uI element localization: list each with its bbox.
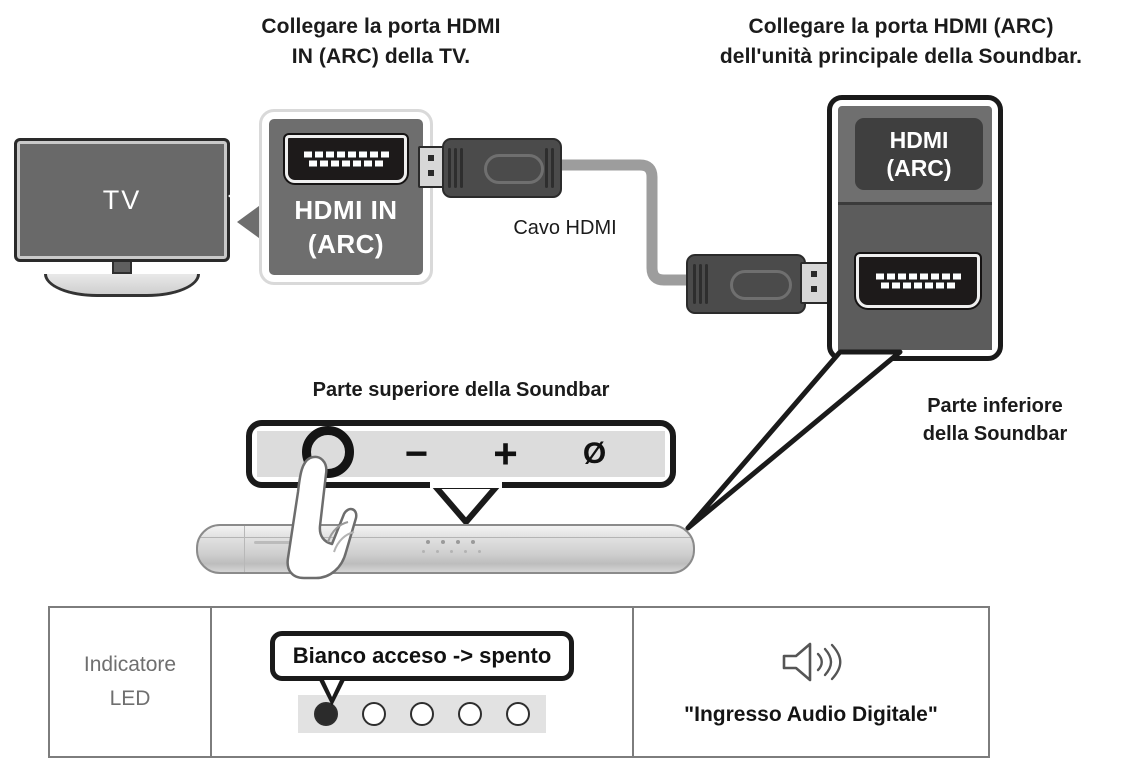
instruction-heading-left-line1: Collegare la porta HDMI <box>261 15 501 38</box>
instruction-heading-left-line2: IN (ARC) della TV. <box>291 45 471 68</box>
led-state-bubble: Bianco acceso -> spento <box>269 631 575 706</box>
led-state-cell: Bianco acceso -> spento <box>210 608 632 756</box>
soundbar-hdmi-arc-plate: HDMI (ARC) <box>855 118 983 190</box>
led-dot-5 <box>506 702 530 726</box>
tv-label: TV <box>102 184 142 215</box>
led-indicator-label-line2: LED <box>109 687 151 710</box>
led-dot-4 <box>458 702 482 726</box>
soundbar-bottom-label-line1: Parte inferiore <box>927 395 1063 417</box>
power-icon <box>301 425 354 478</box>
led-dot-2 <box>362 702 386 726</box>
power-button[interactable] <box>283 425 372 483</box>
digital-input-cell: "Ingresso Audio Digitale" <box>632 608 988 756</box>
tv-hdmi-port-icon <box>285 135 407 183</box>
tv-neck <box>14 262 230 274</box>
volume-up-button[interactable]: + <box>493 430 518 477</box>
soundbar-hdmi-arc-callout: HDMI (ARC) <box>827 95 1003 361</box>
instruction-heading-right-line1: Collegare la porta HDMI (ARC) <box>748 15 1054 38</box>
tv-hdmi-callout-text: HDMI IN (ARC) <box>294 193 397 261</box>
tv-hdmi-callout-line2: (ARC) <box>307 229 385 259</box>
hand-press-icon <box>286 455 358 580</box>
led-status-table: Indicatore LED Bianco acceso -> spento <box>48 606 990 758</box>
tv-hdmi-in-arc-callout: HDMI IN (ARC) <box>259 109 433 285</box>
tv-stand <box>14 274 230 297</box>
tv-hdmi-callout-line1: HDMI IN <box>294 195 398 225</box>
tv-illustration: TV <box>14 138 230 297</box>
soundbar-control-strip-callout: − + Ø <box>246 420 676 488</box>
soundbar-bottom-label-line2: della Soundbar <box>922 423 1068 445</box>
instruction-heading-left: Collegare la porta HDMI IN (ARC) della T… <box>176 12 586 72</box>
instruction-heading-right-line2: dell'unità principale della Soundbar. <box>719 45 1083 68</box>
tv-callout-pointer-icon <box>228 170 263 241</box>
speaker-icon <box>782 642 842 682</box>
led-indicator-label-cell: Indicatore LED <box>50 608 210 756</box>
led-state-bubble-text: Bianco acceso -> spento <box>292 643 552 668</box>
soundbar-illustration <box>196 524 695 574</box>
cable-label: Cavo HDMI <box>513 217 617 239</box>
volume-down-button[interactable]: − <box>404 432 429 476</box>
instruction-heading-right: Collegare la porta HDMI (ARC) dell'unità… <box>676 12 1126 72</box>
tv-screen: TV <box>14 138 230 262</box>
soundbar-hdmi-port-icon <box>856 254 980 308</box>
soundbar-hdmi-callout-line2: (ARC) <box>886 155 952 181</box>
led-dot-3 <box>410 702 434 726</box>
led-indicator-label-line1: Indicatore <box>83 653 177 676</box>
mute-button[interactable]: Ø <box>582 437 607 470</box>
soundbar-hdmi-callout-line1: HDMI <box>889 127 949 153</box>
digital-input-text: "Ingresso Audio Digitale" <box>684 703 938 726</box>
soundbar-bottom-label: Parte inferiore della Soundbar <box>880 392 1110 448</box>
soundbar-top-label: Parte superiore della Soundbar <box>312 379 610 401</box>
soundbar-led-dots <box>426 540 475 544</box>
